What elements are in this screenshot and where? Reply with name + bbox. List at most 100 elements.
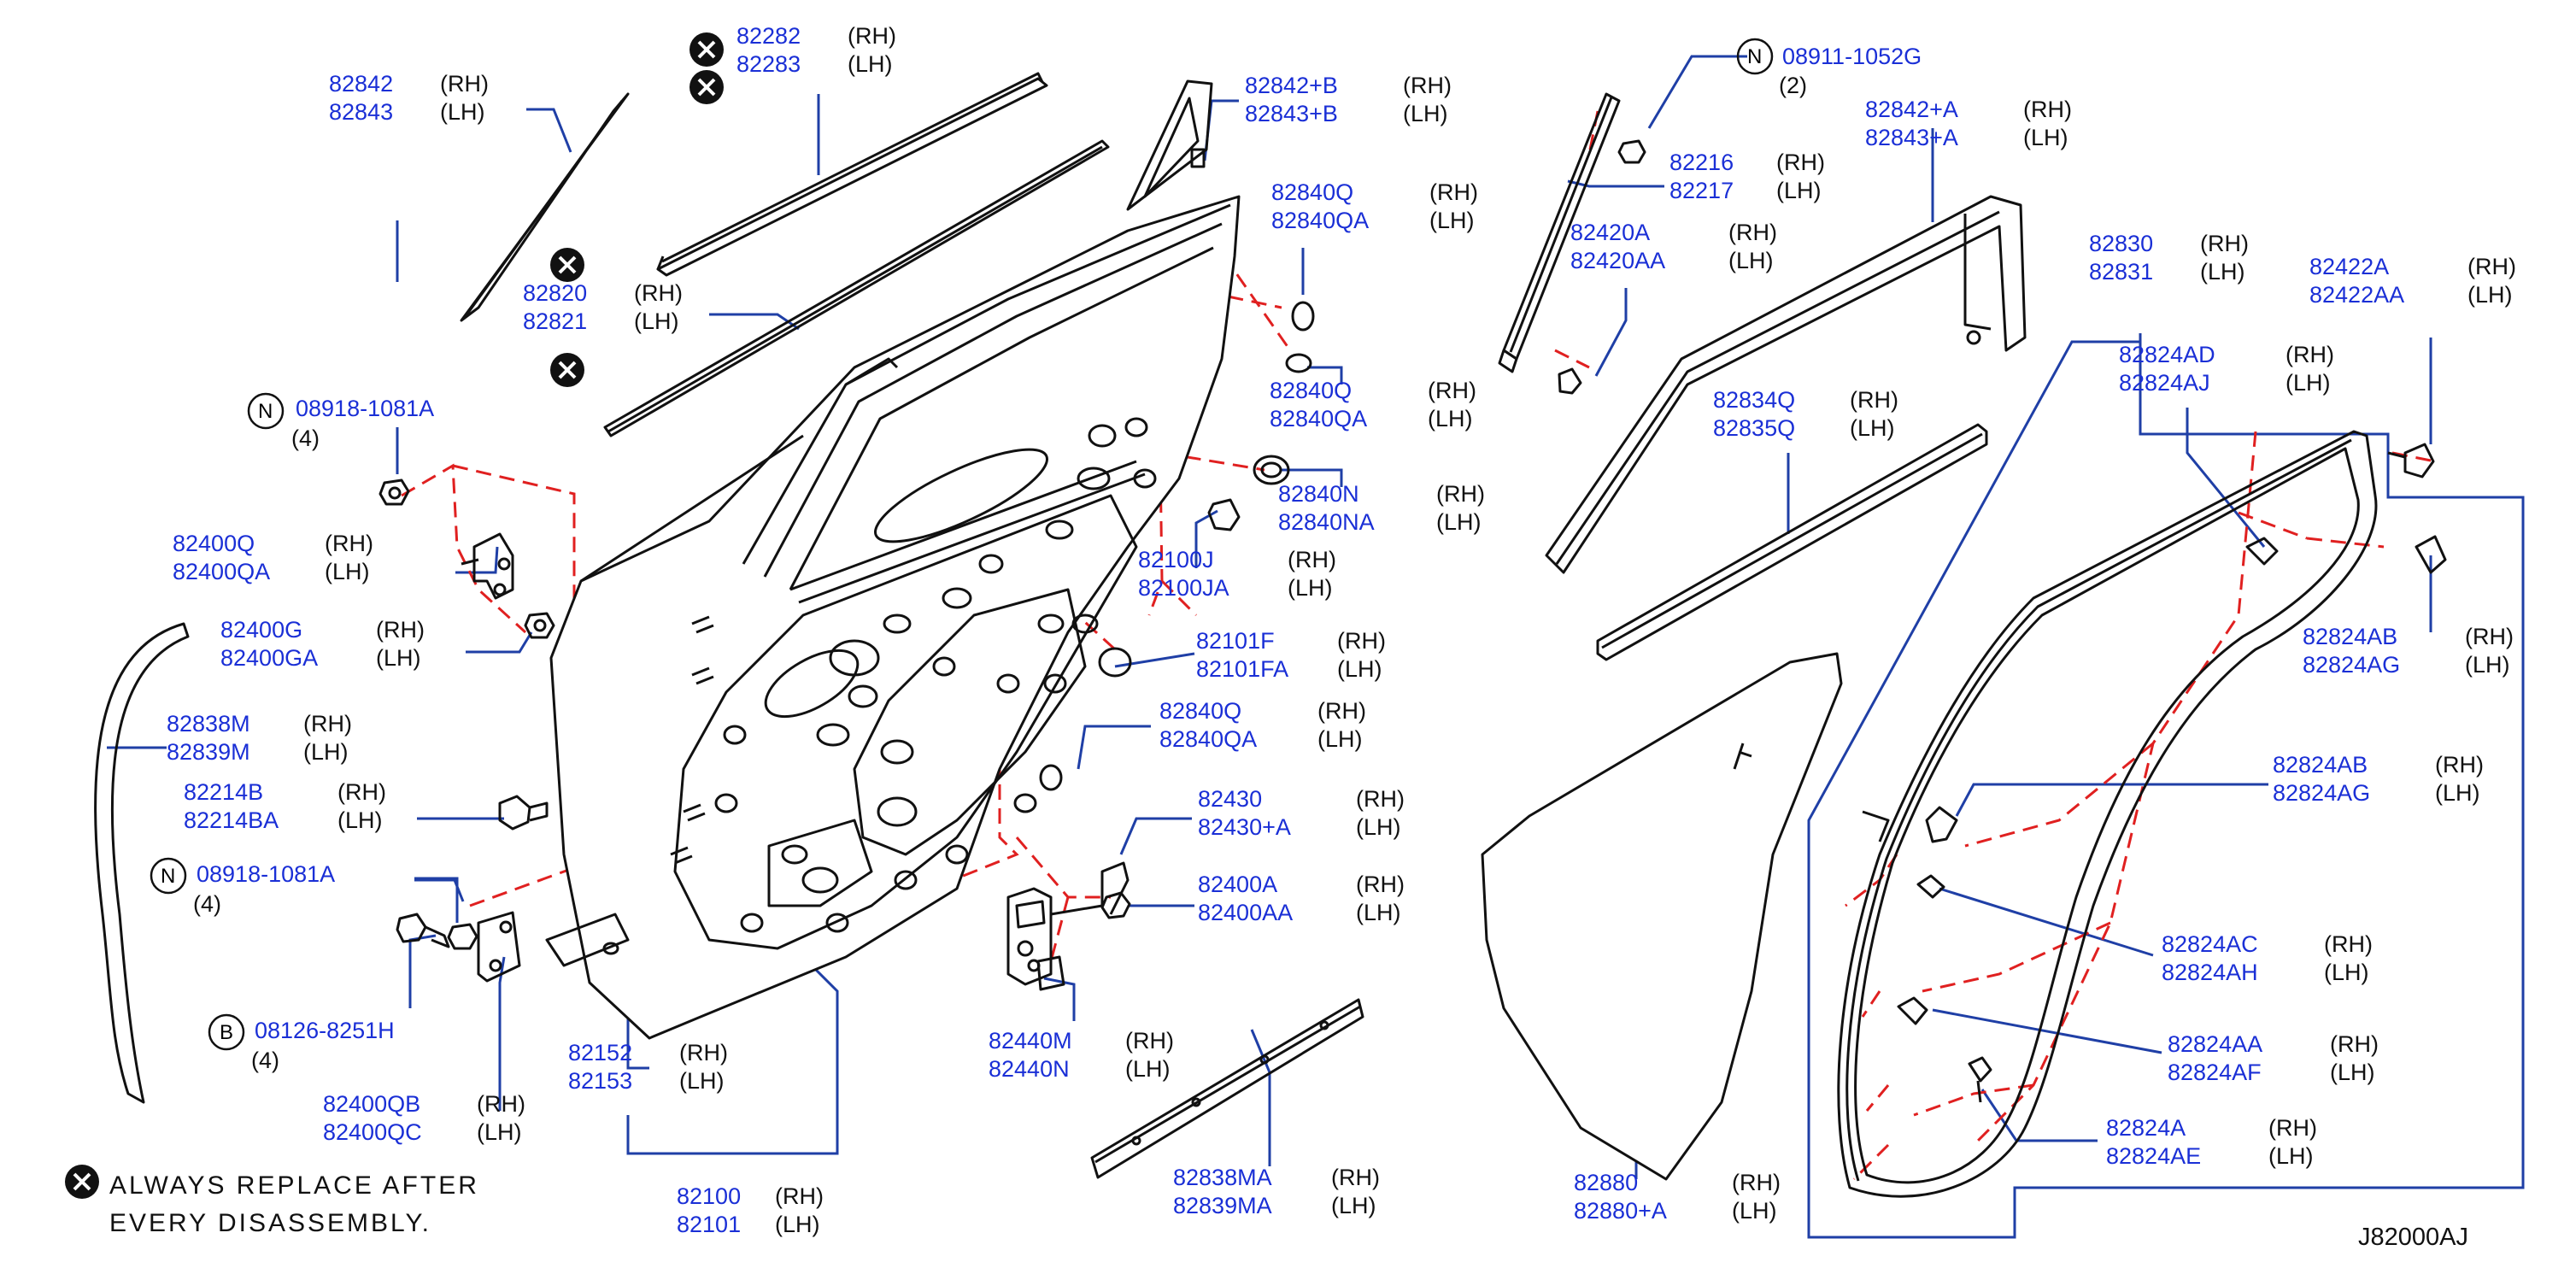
side-label: (LH)	[1850, 415, 1895, 441]
clip-82824AB	[1925, 806, 1958, 843]
fastener-part: 08911-1052G	[1782, 44, 1922, 69]
fastener-label-n1: 08918-1081A	[296, 395, 434, 423]
part-number: 82824A	[2106, 1115, 2186, 1141]
part-number: 82101	[677, 1212, 742, 1237]
part-number: 82824AB	[2273, 752, 2368, 778]
lower-nut	[447, 923, 478, 950]
side-label: (LH)	[1428, 406, 1473, 431]
part-number: 82400G	[220, 617, 303, 643]
fastener-qty: (4)	[251, 1048, 279, 1073]
part-number: 82214B	[184, 779, 264, 805]
replace-x-icon	[65, 1165, 99, 1199]
part-number: 82821	[523, 308, 588, 334]
upper-channel	[1545, 195, 2027, 574]
side-label: (LH)	[1429, 208, 1475, 233]
upper-moulding	[656, 77, 1048, 277]
side-label: (LH)	[325, 559, 370, 584]
fastener-part: 08126-8251H	[255, 1018, 395, 1043]
fastener-label-n3: 08911-1052G	[1782, 43, 1922, 71]
part-number: 82824AG	[2273, 780, 2371, 806]
plug-82100J	[1207, 498, 1241, 531]
part-number: 82430	[1198, 786, 1263, 812]
side-label: (RH)	[2465, 624, 2514, 649]
side-label: (RH)	[440, 71, 489, 97]
fastener-letter: B	[220, 1021, 234, 1044]
side-label: (RH)	[1429, 179, 1478, 205]
side-label: (LH)	[440, 99, 485, 125]
part-number: 82214BA	[184, 807, 279, 833]
fastener-part: 08918-1081A	[197, 861, 336, 887]
side-label: (LH)	[679, 1068, 725, 1094]
part-number: 82838MA	[1173, 1165, 1272, 1190]
part-number: 82840QA	[1270, 406, 1368, 431]
part-number: 82843+B	[1245, 101, 1338, 126]
part-number: 82824AB	[2303, 624, 2398, 649]
part-number: 82216	[1669, 150, 1734, 175]
side-label: (LH)	[376, 645, 421, 671]
part-number: 82422A	[2309, 254, 2390, 279]
body-weatherstrip	[1837, 430, 2378, 1198]
replace-x-icon	[689, 32, 724, 67]
side-label: (LH)	[2286, 370, 2331, 396]
part-number: 82400QB	[323, 1091, 421, 1117]
side-label: (RH)	[2268, 1115, 2317, 1141]
side-label: (RH)	[1125, 1028, 1174, 1054]
side-label: (LH)	[1317, 726, 1363, 752]
plug-2	[1285, 353, 1312, 373]
part-number: 82842+B	[1245, 73, 1338, 98]
side-label: (LH)	[2435, 780, 2480, 806]
part-number: 82420A	[1570, 220, 1651, 245]
part-number: 82824AD	[2119, 342, 2215, 367]
part-number: 82153	[568, 1068, 633, 1094]
side-label: (LH)	[2467, 282, 2513, 308]
lower-strip	[1090, 998, 1364, 1179]
part-drawings	[94, 72, 2447, 1198]
side-label: (RH)	[1728, 220, 1777, 245]
side-label: (LH)	[2330, 1060, 2375, 1085]
side-label: (RH)	[1732, 1170, 1781, 1195]
sash-nut	[1617, 139, 1646, 164]
door-check	[1006, 887, 1053, 986]
fastener-qty-n3: (2)	[1779, 72, 1807, 100]
fastener-symbols	[150, 38, 1774, 1051]
side-label: (LH)	[1728, 248, 1774, 273]
side-label: (RH)	[2330, 1031, 2379, 1057]
part-number: 82824AG	[2303, 652, 2401, 678]
side-label: (LH)	[1356, 900, 1401, 925]
part-number: 82880+A	[1574, 1198, 1667, 1224]
part-number: 82843+A	[1865, 125, 1958, 150]
side-label: (RH)	[1356, 786, 1405, 812]
replace-x-icon	[550, 353, 584, 387]
clip-82824AA	[1897, 996, 1928, 1025]
part-number: 82400A	[1198, 872, 1278, 897]
side-label: (LH)	[1331, 1193, 1376, 1218]
part-number: 82100J	[1138, 547, 1214, 572]
side-label: (RH)	[1331, 1165, 1380, 1190]
part-number: 82400AA	[1198, 900, 1294, 925]
side-label: (RH)	[1288, 547, 1336, 572]
part-number: 82839MA	[1173, 1193, 1272, 1218]
part-number: 82824AC	[2162, 931, 2258, 957]
drawing-code: J82000AJ	[2358, 1224, 2468, 1251]
side-label: (RH)	[303, 711, 352, 737]
side-label: (LH)	[775, 1212, 820, 1237]
side-label: (RH)	[1776, 150, 1825, 175]
part-number: 82839M	[167, 739, 250, 765]
side-label: (RH)	[2286, 342, 2334, 367]
side-label: (RH)	[2200, 231, 2249, 256]
side-label: (RH)	[848, 23, 896, 49]
sash-bolt	[1558, 367, 1582, 395]
side-label: (RH)	[775, 1183, 824, 1209]
part-number: 82840Q	[1159, 698, 1242, 724]
part-number: 82834Q	[1713, 387, 1796, 413]
side-label: (RH)	[1403, 73, 1452, 98]
part-number: 82422AA	[2309, 282, 2405, 308]
replace-markers	[65, 32, 724, 1199]
side-label: (RH)	[325, 531, 373, 556]
side-label: (LH)	[1288, 575, 1333, 601]
side-label: (RH)	[634, 280, 683, 306]
side-label: (RH)	[2324, 931, 2373, 957]
replace-note-line2: EVERY DISASSEMBLY.	[109, 1209, 431, 1237]
side-label: (LH)	[2465, 652, 2510, 678]
plug-1	[1291, 301, 1315, 332]
